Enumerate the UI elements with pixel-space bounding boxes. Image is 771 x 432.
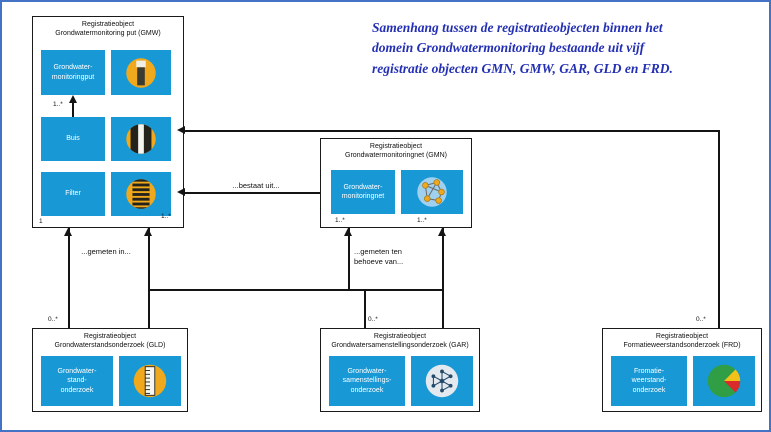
filter-entity: Filter [41, 172, 105, 216]
gmn-box: Registratieobject Grondwatermonitoringne… [320, 138, 472, 228]
buis-entity: Buis [41, 117, 105, 161]
gar-box: Registratieobject Grondwatersamenstellin… [320, 328, 480, 412]
gmn-gmw-arrowhead [177, 188, 185, 196]
gar-gmn-connector [442, 228, 444, 328]
molecule-icon [425, 364, 459, 398]
put-buis-arrowhead [69, 95, 77, 103]
filter-tile [111, 172, 171, 216]
gar-gmn-arrowhead [438, 228, 446, 236]
gld-tile [119, 356, 181, 406]
gmw-title: Registratieobject Grondwatermonitoring p… [55, 21, 161, 38]
gld-title: Registratieobject Grondwaterstandsonderz… [54, 333, 166, 350]
gld-box: Registratieobject Grondwaterstandsonderz… [32, 328, 188, 412]
gar-top-multiplicity: 0..* [368, 316, 378, 323]
gemeten-tbv-label: ...gemeten ten behoeve van... [354, 247, 440, 268]
gar-tile [411, 356, 473, 406]
gld-gmw-connector-2 [148, 228, 150, 328]
caption: Samenhang tussen de registratieobjecten … [372, 18, 768, 79]
formation-resistance-icon [707, 364, 741, 398]
gmw-put-entity: Grondwater- monitoringput [41, 50, 105, 95]
gmw-bottom-multiplicity: 1 [39, 218, 43, 225]
caption-line-1: Samenhang tussen de registratieobjecten … [372, 20, 663, 35]
gemeten-in-label: ...gemeten in... [72, 247, 140, 258]
well-icon [126, 57, 156, 88]
frd-top-multiplicity: 0..* [696, 316, 706, 323]
gld-gmw-connector [68, 228, 70, 328]
buis-tile [111, 117, 171, 161]
network-icon [417, 177, 447, 207]
gmw-box: Registratieobject Grondwatermonitoring p… [32, 16, 184, 228]
bus-gmn-arrowhead [344, 228, 352, 236]
bestaat-uit-label: ...bestaat uit... [210, 181, 302, 192]
put-buis-multiplicity: 1..* [53, 101, 63, 108]
gar-entity: Grondwater- samenstellings- onderzoek [329, 356, 405, 406]
gmn-right-multiplicity: 1..* [417, 217, 427, 224]
gar-title: Registratieobject Grondwatersamenstellin… [331, 333, 469, 350]
frd-buis-connector-h [184, 130, 718, 132]
gld-gmw-arrowhead [64, 228, 72, 236]
frd-entity: Fromatie- weerstand- onderzoek [611, 356, 687, 406]
caption-line-2: domein Grondwatermonitoring bestaande ui… [372, 40, 645, 56]
caption-line-3: registratie objecten GMN, GMW, GAR, GLD … [372, 60, 673, 76]
gmn-left-multiplicity: 1..* [335, 217, 345, 224]
put-buis-connector [72, 97, 74, 117]
gmn-entity: Grondwater- monitoringnet [331, 170, 395, 214]
frd-tile [693, 356, 755, 406]
gmn-tile [401, 170, 463, 214]
gmw-right-multiplicity: 1..* [161, 213, 171, 220]
gmw-put-tile [111, 50, 171, 95]
filter-screen-icon [126, 179, 156, 209]
tube-icon [126, 124, 156, 154]
frd-buis-connector-v [718, 130, 720, 328]
bus-gmn-connector [348, 228, 350, 289]
gar-bus-connector [364, 289, 366, 328]
frd-title: Registratieobject Formatieweerstandsonde… [623, 333, 741, 350]
gld-gmw-arrowhead-2 [144, 228, 152, 236]
water-level-gauge-icon [133, 364, 167, 398]
frd-box: Registratieobject Formatieweerstandsonde… [602, 328, 762, 412]
gmn-gmw-connector [184, 192, 320, 194]
gld-entity: Grondwater- stand- onderzoek [41, 356, 113, 406]
gld-gar-gmn-bus [148, 289, 442, 291]
frd-buis-arrowhead [177, 126, 185, 134]
gmn-title: Registratieobject Grondwatermonitoringne… [345, 143, 447, 160]
gld-top-multiplicity: 0..* [48, 316, 58, 323]
